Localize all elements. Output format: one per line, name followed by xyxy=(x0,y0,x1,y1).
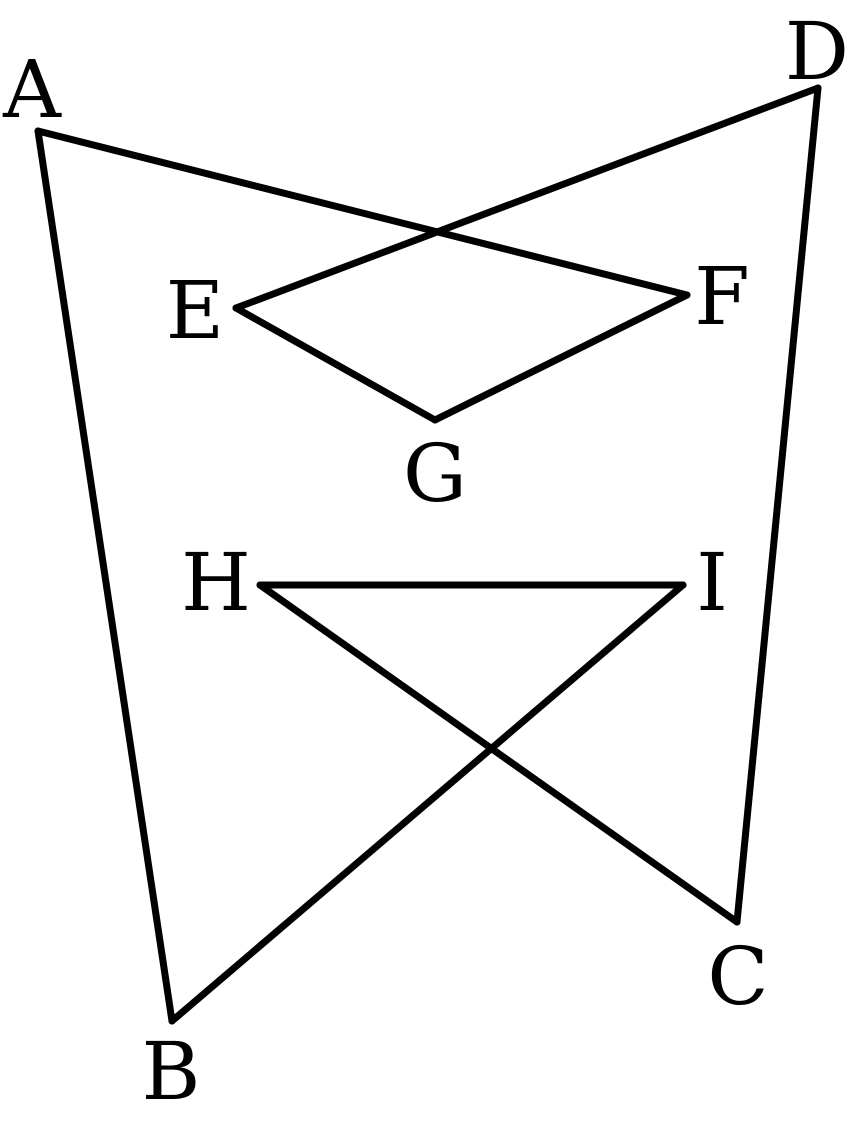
edge-group xyxy=(34,84,822,1025)
vertex-label-f: F xyxy=(694,250,750,343)
edge-i-b xyxy=(168,581,687,1025)
vertex-label-a: A xyxy=(2,43,62,136)
vertex-label-d: D xyxy=(785,5,849,98)
vertex-label-g: G xyxy=(403,427,467,520)
edge-d-c xyxy=(733,84,822,926)
vertex-label-i: I xyxy=(696,536,728,629)
vertex-label-b: B xyxy=(142,1025,201,1118)
edge-e-d xyxy=(232,84,822,312)
vertex-label-h: H xyxy=(181,536,251,629)
edge-c-h xyxy=(256,581,741,926)
vertex-label-e: E xyxy=(166,264,224,357)
edge-f-g xyxy=(431,291,691,424)
edge-b-a xyxy=(34,127,176,1025)
vertex-label-c: C xyxy=(707,930,768,1023)
edge-g-e xyxy=(232,304,439,424)
edge-a-f xyxy=(34,127,691,299)
